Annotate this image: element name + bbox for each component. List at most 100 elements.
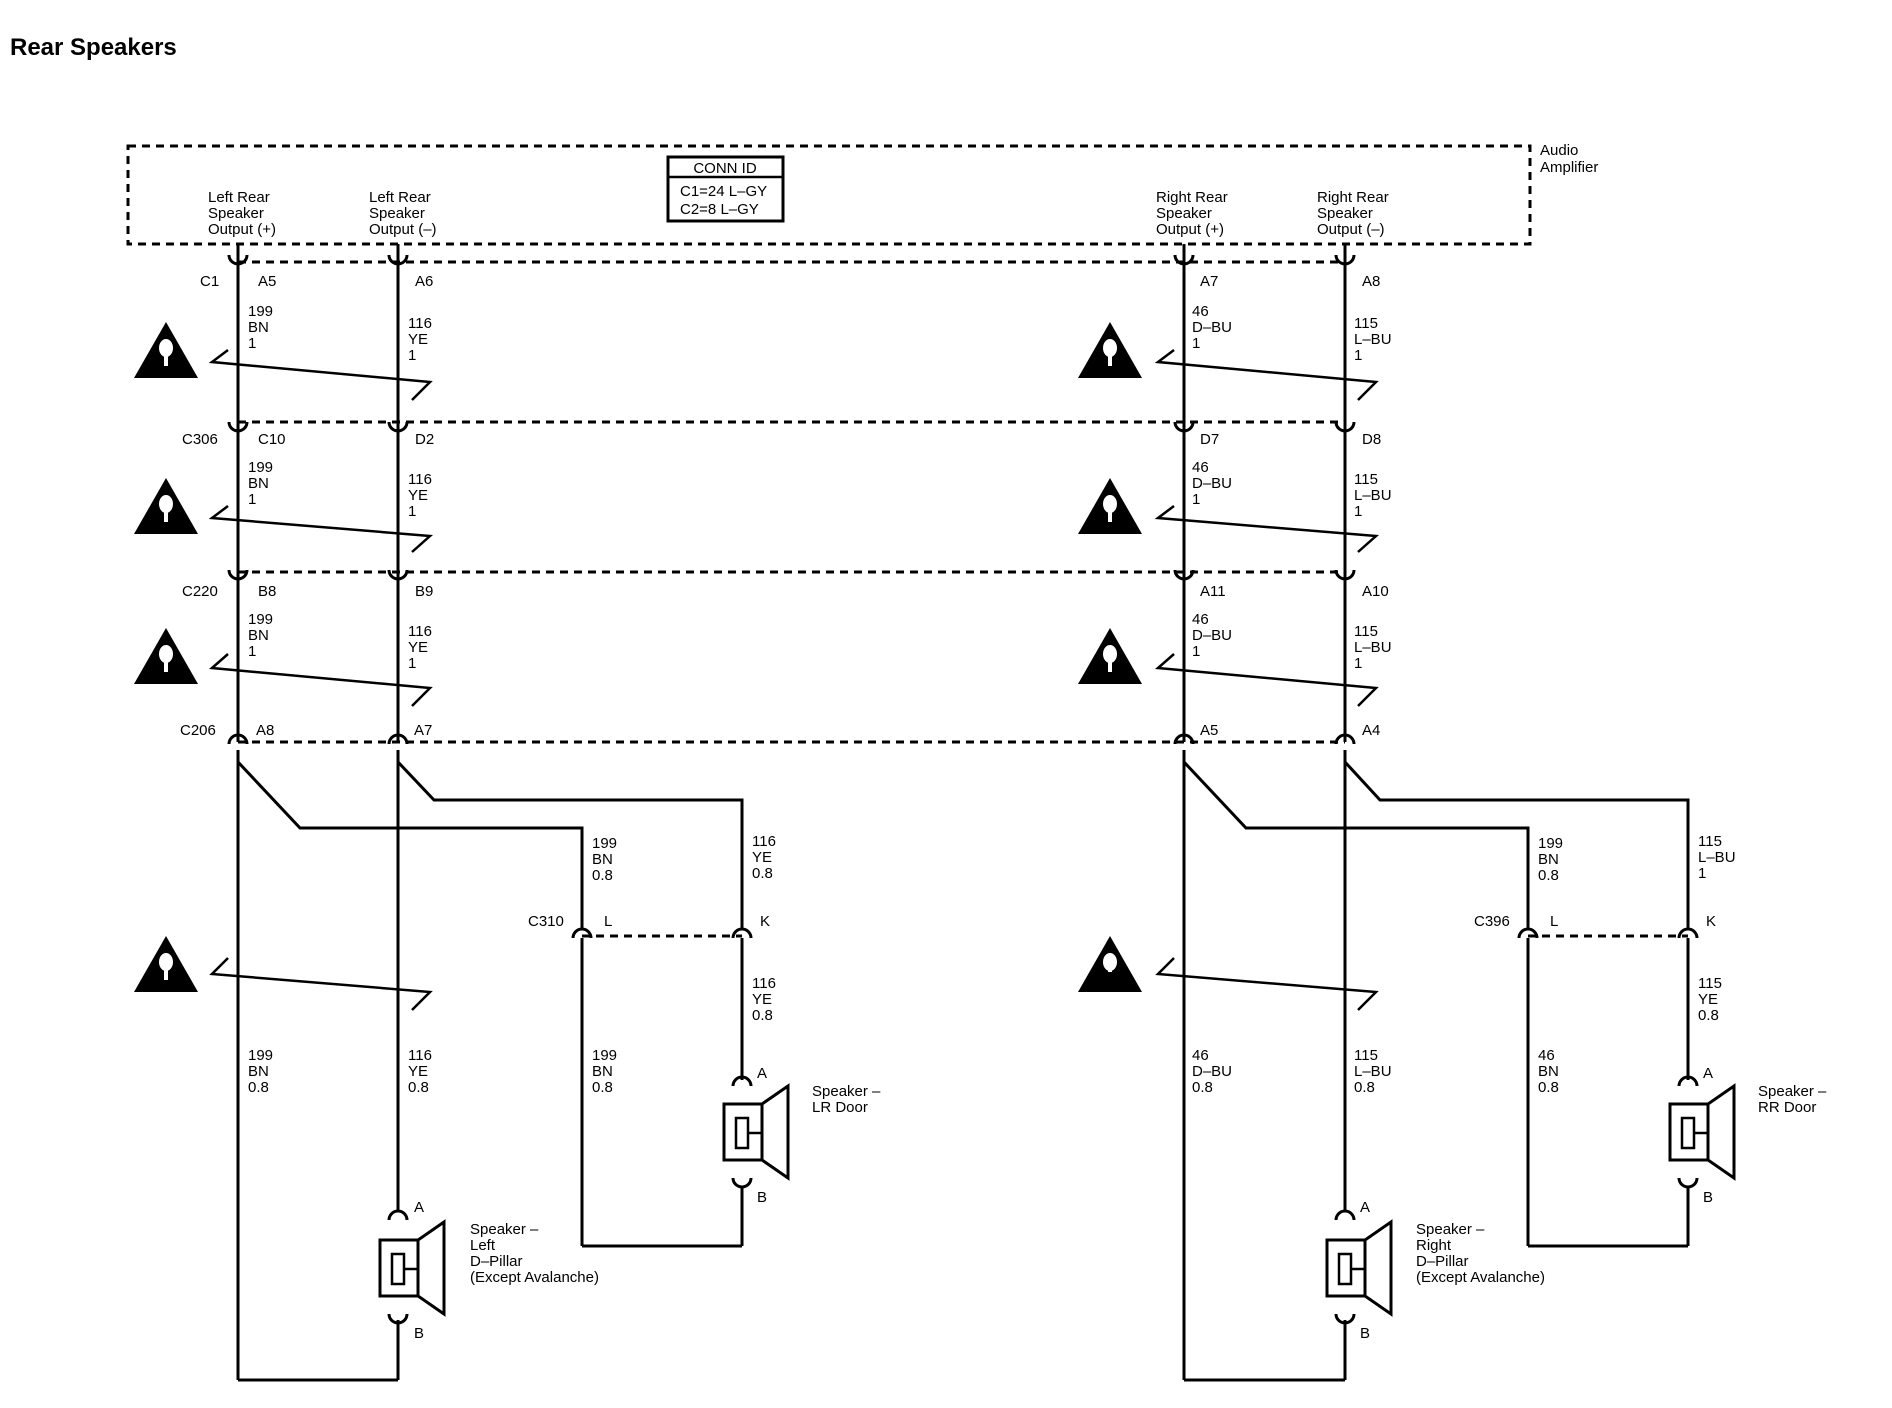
lower-left-wiring (236, 750, 753, 1382)
svg-text:115: 115 (1698, 833, 1722, 850)
amplifier-label-line2: Amplifier (1540, 159, 1598, 176)
speaker-left-d-pillar-icon (378, 1209, 446, 1325)
svg-text:YE: YE (752, 991, 772, 1008)
svg-text:B: B (1360, 1325, 1370, 1342)
conn-id-table: CONN ID C1=24 L–GY C2=8 L–GY (666, 155, 785, 223)
svg-text:A4: A4 (1362, 722, 1380, 739)
svg-text:46: 46 (1192, 459, 1209, 476)
output-label-right-plus: Right Rear Speaker Output (+) (1156, 189, 1228, 238)
svg-text:1: 1 (1354, 655, 1362, 672)
svg-text:L: L (1550, 913, 1558, 930)
svg-text:A: A (1360, 1199, 1370, 1216)
svg-text:116: 116 (408, 315, 432, 332)
caution-icon (134, 936, 198, 992)
speaker-label: Speaker – (1758, 1083, 1827, 1100)
svg-text:1: 1 (408, 503, 416, 520)
speaker-right-d-pillar-icon (1325, 1209, 1393, 1325)
caution-icon (1078, 936, 1142, 992)
svg-text:1: 1 (1192, 491, 1200, 508)
svg-text:BN: BN (248, 475, 269, 492)
speaker-label: D–Pillar (1416, 1253, 1469, 1270)
wire-label: 0.8 (592, 867, 613, 884)
connector-name: C220 (182, 583, 218, 600)
main-wires (236, 244, 1347, 742)
svg-text:D8: D8 (1362, 431, 1381, 448)
connector-name: C206 (180, 722, 216, 739)
caution-icon (134, 628, 198, 684)
wire-label: YE (752, 849, 772, 866)
output-label-right-minus: Right Rear Speaker Output (–) (1317, 189, 1389, 238)
speaker-label: Speaker – (812, 1083, 881, 1100)
svg-text:46: 46 (1192, 303, 1209, 320)
svg-text:1: 1 (408, 347, 416, 364)
svg-text:YE: YE (408, 331, 428, 348)
connector-name: C306 (182, 431, 218, 448)
wire-label: 116 (752, 833, 776, 850)
speaker-label: (Except Avalanche) (1416, 1269, 1545, 1286)
svg-text:A7: A7 (1200, 273, 1218, 290)
speaker-label: Speaker – (470, 1221, 539, 1238)
svg-text:0.8: 0.8 (1698, 1007, 1719, 1024)
svg-text:L–BU: L–BU (1354, 1063, 1392, 1080)
caution-icon (134, 322, 198, 378)
wire-label: 0.8 (752, 865, 773, 882)
connector-name: C1 (200, 273, 219, 290)
svg-text:199: 199 (592, 1047, 617, 1064)
svg-text:Right Rear: Right Rear (1156, 189, 1228, 206)
conn-id-c2: C2=8 L–GY (680, 201, 759, 218)
svg-text:Speaker: Speaker (369, 205, 425, 222)
svg-text:Output (–): Output (–) (1317, 221, 1385, 238)
wire-labels-segment-2: 199 BN 1 116 YE 1 46 D–BU 1 115 L–BU 1 (248, 459, 1392, 520)
svg-text:1: 1 (408, 655, 416, 672)
svg-text:YE: YE (408, 639, 428, 656)
speaker-label: Speaker – (1416, 1221, 1485, 1238)
svg-text:A8: A8 (1362, 273, 1380, 290)
speaker-label: (Except Avalanche) (470, 1269, 599, 1286)
svg-text:D2: D2 (415, 431, 434, 448)
connector-name-c310: C310 (528, 913, 564, 930)
svg-text:115: 115 (1354, 471, 1378, 488)
svg-text:1: 1 (248, 491, 256, 508)
svg-text:0.8: 0.8 (248, 1079, 269, 1096)
svg-text:L–BU: L–BU (1698, 849, 1736, 866)
connector-row-c306: C306 C10 D2 D7 D8 (182, 420, 1381, 448)
svg-text:1: 1 (1192, 643, 1200, 660)
wire-label: BN (592, 851, 613, 868)
svg-text:BN: BN (248, 319, 269, 336)
conn-id-c1: C1=24 L–GY (680, 183, 767, 200)
caution-icon (1078, 478, 1142, 534)
svg-text:115: 115 (1354, 623, 1378, 640)
svg-text:BN: BN (592, 1063, 613, 1080)
svg-text:A10: A10 (1362, 583, 1389, 600)
svg-text:B9: B9 (415, 583, 433, 600)
speaker-lr-door-icon (722, 1075, 790, 1189)
svg-text:0.8: 0.8 (1192, 1079, 1213, 1096)
svg-text:1: 1 (1354, 503, 1362, 520)
svg-text:L: L (604, 913, 612, 930)
svg-text:L–BU: L–BU (1354, 331, 1392, 348)
svg-text:B: B (757, 1189, 767, 1206)
svg-text:K: K (760, 913, 770, 930)
svg-text:116: 116 (408, 1047, 432, 1064)
svg-text:A: A (1703, 1065, 1713, 1082)
amplifier-label-line1: Audio (1540, 142, 1578, 159)
svg-text:D–BU: D–BU (1192, 627, 1232, 644)
svg-text:46: 46 (1192, 611, 1209, 628)
svg-text:L–BU: L–BU (1354, 487, 1392, 504)
svg-text:BN: BN (248, 627, 269, 644)
svg-text:116: 116 (408, 471, 432, 488)
twisted-pair-markers (208, 349, 1380, 1011)
svg-text:0.8: 0.8 (1354, 1079, 1375, 1096)
svg-text:B: B (414, 1325, 424, 1342)
svg-text:1: 1 (1354, 347, 1362, 364)
svg-text:A8: A8 (256, 722, 274, 739)
svg-text:46: 46 (1192, 1047, 1209, 1064)
svg-text:115: 115 (1354, 1047, 1378, 1064)
svg-text:B8: B8 (258, 583, 276, 600)
speaker-label: RR Door (1758, 1099, 1816, 1116)
svg-text:A5: A5 (1200, 722, 1218, 739)
output-label-left-minus: Left Rear Speaker Output (–) (369, 189, 437, 238)
svg-text:0.8: 0.8 (1538, 867, 1559, 884)
svg-text:A11: A11 (1200, 583, 1226, 600)
svg-text:Output (+): Output (+) (1156, 221, 1224, 238)
